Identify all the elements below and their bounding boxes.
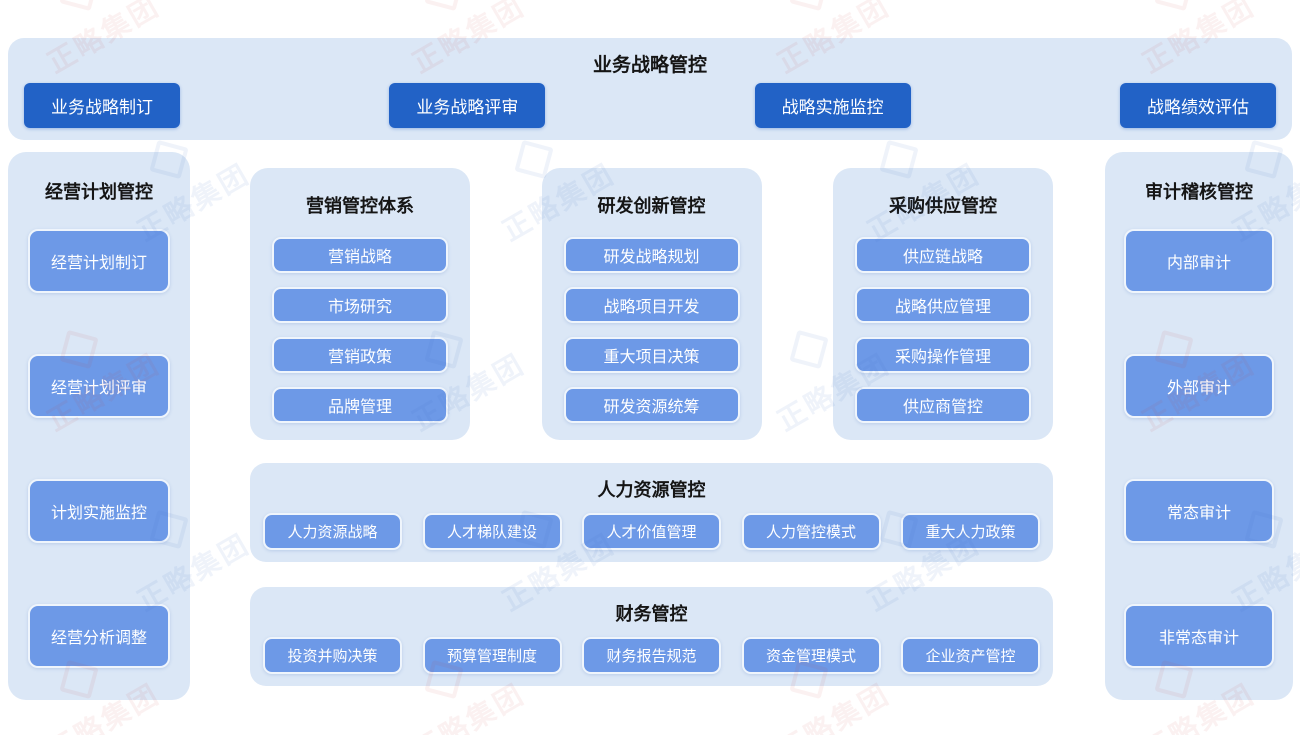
node-hr-strategy[interactable]: 人力资源战略 (263, 513, 402, 550)
business-strategy-nodes: 业务战略制订 业务战略评审 战略实施监控 战略绩效评估 (24, 83, 1276, 128)
node-strategy-formulation[interactable]: 业务战略制订 (24, 83, 180, 128)
node-supply-chain-strategy[interactable]: 供应链战略 (855, 237, 1031, 273)
rd-nodes: 研发战略规划 战略项目开发 重大项目决策 研发资源统筹 (542, 237, 762, 423)
node-marketing-strategy[interactable]: 营销战略 (272, 237, 448, 273)
node-major-hr-policy[interactable]: 重大人力政策 (901, 513, 1040, 550)
node-major-project-decision[interactable]: 重大项目决策 (563, 337, 740, 373)
node-brand-management[interactable]: 品牌管理 (272, 387, 448, 423)
node-strategy-implementation-monitoring[interactable]: 战略实施监控 (754, 83, 911, 128)
node-procurement-operation-management[interactable]: 采购操作管理 (855, 337, 1031, 373)
node-plan-review[interactable]: 经营计划评审 (28, 354, 170, 418)
panel-marketing-title: 营销管控体系 (306, 196, 414, 216)
node-marketing-policy[interactable]: 营销政策 (272, 337, 448, 373)
node-capital-management-model[interactable]: 资金管理模式 (741, 637, 881, 674)
panel-audit: 审计稽核管控 内部审计 外部审计 常态审计 非常态审计 (1105, 152, 1293, 700)
diamond-logo-icon (424, 0, 464, 12)
node-external-audit[interactable]: 外部审计 (1124, 354, 1274, 418)
panel-procurement-supply: 采购供应管控 供应链战略 战略供应管理 采购操作管理 供应商管控 (833, 168, 1053, 440)
node-irregular-audit[interactable]: 非常态审计 (1124, 604, 1274, 668)
node-supplier-control[interactable]: 供应商管控 (855, 387, 1031, 423)
panel-business-plan: 经营计划管控 经营计划制订 经营计划评审 计划实施监控 经营分析调整 (8, 152, 190, 700)
node-strategic-supply-management[interactable]: 战略供应管理 (855, 287, 1031, 323)
node-talent-value-management[interactable]: 人才价值管理 (582, 513, 721, 550)
marketing-nodes: 营销战略 市场研究 营销政策 品牌管理 (250, 237, 470, 423)
node-talent-pipeline-building[interactable]: 人才梯队建设 (422, 513, 562, 550)
panel-business-strategy-title: 业务战略管控 (592, 55, 707, 76)
panel-human-resources-title: 人力资源管控 (597, 480, 706, 500)
node-enterprise-asset-control[interactable]: 企业资产管控 (901, 637, 1040, 674)
panel-rd-innovation-title: 研发创新管控 (597, 196, 706, 216)
node-internal-audit[interactable]: 内部审计 (1124, 229, 1274, 293)
node-investment-ma-decision[interactable]: 投资并购决策 (263, 637, 402, 674)
hr-nodes: 人力资源战略 人才梯队建设 人才价值管理 人力管控模式 重大人力政策 (263, 513, 1040, 550)
node-regular-audit[interactable]: 常态审计 (1124, 479, 1274, 543)
panel-finance: 财务管控 投资并购决策 预算管理制度 财务报告规范 资金管理模式 企业资产管控 (250, 587, 1053, 686)
audit-nodes: 内部审计 外部审计 常态审计 非常态审计 (1105, 229, 1293, 668)
diamond-logo-icon (1154, 0, 1194, 12)
panel-marketing: 营销管控体系 营销战略 市场研究 营销政策 品牌管理 (250, 168, 470, 440)
node-plan-formulation[interactable]: 经营计划制订 (28, 229, 170, 293)
node-hr-control-model[interactable]: 人力管控模式 (741, 513, 881, 550)
diamond-logo-icon (789, 0, 829, 12)
business-plan-nodes: 经营计划制订 经营计划评审 计划实施监控 经营分析调整 (8, 229, 190, 668)
node-strategic-project-development[interactable]: 战略项目开发 (563, 287, 740, 323)
panel-business-strategy: 业务战略管控 业务战略制订 业务战略评审 战略实施监控 战略绩效评估 (8, 38, 1292, 140)
middle-top-panels: 营销管控体系 营销战略 市场研究 营销政策 品牌管理 研发创新管控 研发战略规划… (250, 152, 1053, 440)
panel-finance-title: 财务管控 (615, 604, 688, 624)
procurement-nodes: 供应链战略 战略供应管理 采购操作管理 供应商管控 (833, 237, 1053, 423)
panel-procurement-supply-title: 采购供应管控 (889, 196, 997, 216)
panel-human-resources: 人力资源管控 人力资源战略 人才梯队建设 人才价值管理 人力管控模式 重大人力政… (250, 463, 1053, 562)
diamond-logo-icon (59, 0, 99, 12)
node-strategy-performance-evaluation[interactable]: 战略绩效评估 (1119, 83, 1276, 128)
node-rd-resource-coordination[interactable]: 研发资源统筹 (563, 387, 740, 423)
node-operation-analysis-adjustment[interactable]: 经营分析调整 (28, 604, 170, 668)
node-financial-reporting-standards[interactable]: 财务报告规范 (582, 637, 721, 674)
node-plan-implementation-monitoring[interactable]: 计划实施监控 (28, 479, 170, 543)
panel-rd-innovation: 研发创新管控 研发战略规划 战略项目开发 重大项目决策 研发资源统筹 (541, 168, 762, 440)
middle-zone: 营销管控体系 营销战略 市场研究 营销政策 品牌管理 研发创新管控 研发战略规划… (250, 152, 1053, 700)
panel-audit-title: 审计稽核管控 (1145, 182, 1253, 202)
node-rd-strategy-planning[interactable]: 研发战略规划 (563, 237, 740, 273)
panel-business-plan-title: 经营计划管控 (45, 182, 153, 202)
node-budget-management-system[interactable]: 预算管理制度 (422, 637, 562, 674)
finance-nodes: 投资并购决策 预算管理制度 财务报告规范 资金管理模式 企业资产管控 (263, 637, 1040, 674)
node-strategy-review[interactable]: 业务战略评审 (389, 83, 546, 128)
node-market-research[interactable]: 市场研究 (272, 287, 448, 323)
